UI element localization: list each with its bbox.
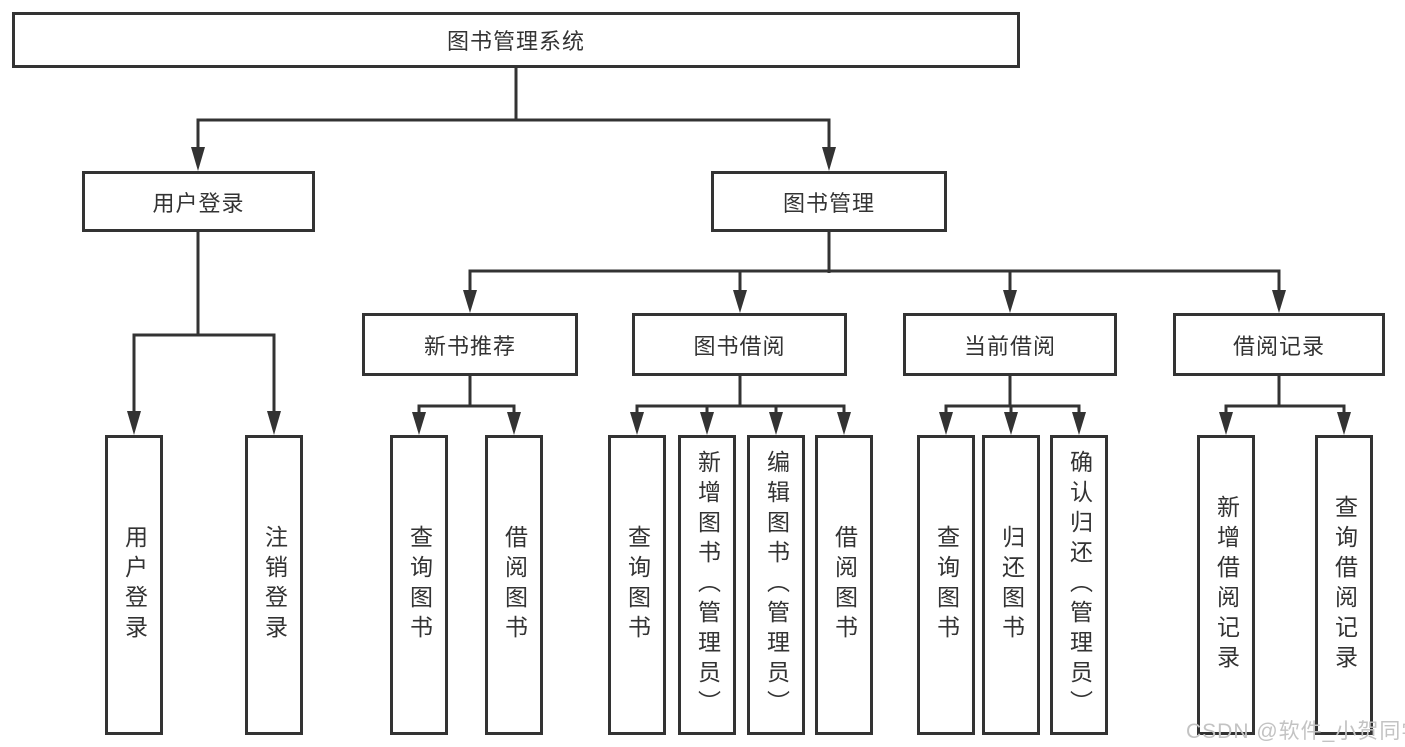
edge bbox=[417, 404, 516, 416]
node-label: 新书推荐 bbox=[423, 333, 516, 359]
node-label: 用户登录 bbox=[152, 190, 245, 216]
node-user-login: 用户登录 bbox=[82, 171, 315, 232]
edge bbox=[468, 269, 1281, 293]
node-borrowing-add-books-admin: 新增图书（管理员） bbox=[678, 435, 736, 735]
arrowhead bbox=[1337, 412, 1351, 435]
node-label: 借阅图书 bbox=[501, 525, 528, 645]
arrowhead bbox=[1272, 290, 1286, 313]
edge bbox=[1224, 404, 1346, 416]
node-label: 新增图书（管理员） bbox=[694, 450, 721, 720]
arrowhead bbox=[733, 290, 747, 313]
node-label: 归还图书 bbox=[998, 525, 1025, 645]
node-current-return-books: 归还图书 bbox=[982, 435, 1040, 735]
arrowhead bbox=[412, 412, 426, 435]
node-label: 图书管理系统 bbox=[446, 29, 585, 54]
node-label: 图书借阅 bbox=[693, 333, 786, 359]
connector-book-management bbox=[463, 232, 1286, 313]
arrowhead bbox=[191, 147, 205, 171]
connector-user-login bbox=[127, 232, 281, 435]
node-recommend-query-books: 查询图书 bbox=[390, 435, 448, 735]
node-label: 用户登录 bbox=[121, 525, 148, 645]
arrowhead bbox=[127, 411, 141, 435]
node-records-add-borrow-record: 新增借阅记录 bbox=[1197, 435, 1255, 735]
node-label: 借阅记录 bbox=[1232, 333, 1325, 359]
watermark: CSDN @软件_小贺同学 bbox=[1186, 720, 1405, 743]
node-label: 查询图书 bbox=[406, 525, 433, 645]
node-new-book-recommendation: 新书推荐 bbox=[362, 313, 578, 376]
arrowhead bbox=[939, 412, 953, 435]
node-label: 图书管理 bbox=[782, 190, 875, 216]
connector-root bbox=[191, 68, 836, 171]
edge bbox=[132, 333, 276, 414]
node-book-management: 图书管理 bbox=[711, 171, 947, 232]
node-borrowing-borrow-books: 借阅图书 bbox=[815, 435, 873, 735]
arrowhead bbox=[1004, 412, 1018, 435]
node-label: 新增借阅记录 bbox=[1213, 495, 1240, 675]
arrowhead bbox=[700, 412, 714, 435]
arrowhead bbox=[1072, 412, 1086, 435]
arrowhead bbox=[769, 412, 783, 435]
node-label: 确认归还（管理员） bbox=[1066, 450, 1093, 720]
connector-current-borrowing bbox=[939, 376, 1086, 435]
node-label: 编辑图书（管理员） bbox=[763, 450, 790, 720]
node-current-confirm-return-admin: 确认归还（管理员） bbox=[1050, 435, 1108, 735]
node-borrowing-query-books: 查询图书 bbox=[608, 435, 666, 735]
arrowhead bbox=[267, 411, 281, 435]
node-library-management-system: 图书管理系统 bbox=[12, 12, 1020, 68]
arrowhead bbox=[630, 412, 644, 435]
node-label: 查询图书 bbox=[624, 525, 651, 645]
node-label: 注销登录 bbox=[261, 525, 288, 645]
node-book-borrowing: 图书借阅 bbox=[632, 313, 847, 376]
connector-borrowing-records bbox=[1219, 376, 1351, 435]
arrowhead bbox=[1219, 412, 1233, 435]
node-current-query-books: 查询图书 bbox=[917, 435, 975, 735]
node-label: 当前借阅 bbox=[963, 333, 1056, 359]
node-current-borrowing: 当前借阅 bbox=[903, 313, 1117, 376]
connector-book-borrowing bbox=[630, 376, 851, 435]
node-user-login-action: 用户登录 bbox=[105, 435, 163, 735]
arrowhead bbox=[463, 290, 477, 313]
arrowhead bbox=[507, 412, 521, 435]
arrowhead bbox=[822, 147, 836, 171]
node-borrowing-records: 借阅记录 bbox=[1173, 313, 1385, 376]
node-label: 借阅图书 bbox=[831, 525, 858, 645]
node-recommend-borrow-books: 借阅图书 bbox=[485, 435, 543, 735]
arrowhead bbox=[837, 412, 851, 435]
node-logout-action: 注销登录 bbox=[245, 435, 303, 735]
node-label: 查询图书 bbox=[933, 525, 960, 645]
connector-new-book-recommendation bbox=[412, 376, 521, 435]
node-borrowing-edit-books-admin: 编辑图书（管理员） bbox=[747, 435, 805, 735]
node-records-query-borrow-record: 查询借阅记录 bbox=[1315, 435, 1373, 735]
node-label: 查询借阅记录 bbox=[1331, 495, 1358, 675]
edge bbox=[635, 404, 846, 416]
arrowhead bbox=[1003, 290, 1017, 313]
edge bbox=[196, 118, 831, 150]
